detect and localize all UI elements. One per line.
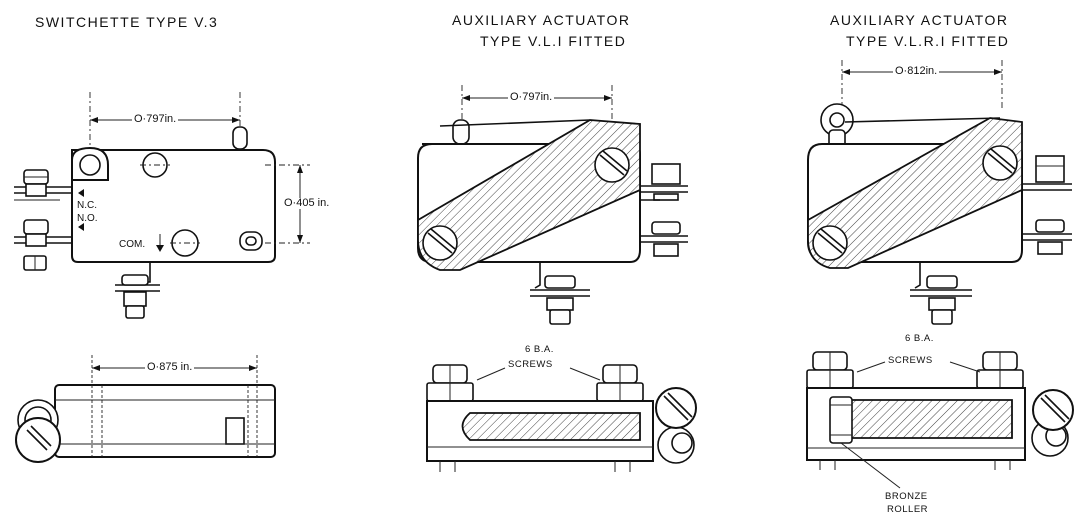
vli-front-view <box>417 85 688 325</box>
vlri-side-view <box>806 351 1074 489</box>
vli-side-view <box>426 364 697 472</box>
vlri-title-line2: TYPE V.L.R.I FITTED <box>846 33 1010 49</box>
switchette-width-dimension: O·797in. <box>132 113 179 125</box>
vlri-title-line1: AUXILIARY ACTUATOR <box>830 12 1009 28</box>
bronze-roller-callout-line1: BRONZE <box>885 491 928 502</box>
bronze-roller-callout-line2: ROLLER <box>887 504 929 515</box>
vli-screws-callout-line1: 6 B.A. <box>525 344 554 355</box>
switchette-height-dimension: O·405 in. <box>282 197 332 209</box>
switchette-title: SWITCHETTE TYPE V.3 <box>35 14 219 30</box>
vli-title-line2: TYPE V.L.I FITTED <box>480 33 627 49</box>
switchette-front-view <box>14 92 310 319</box>
switchette-side-view <box>15 355 276 463</box>
vlri-screws-callout-line1: 6 B.A. <box>905 333 934 344</box>
vlri-screws-callout-line2: SCREWS <box>888 355 933 366</box>
vlri-front-view <box>807 60 1072 325</box>
vli-title-line1: AUXILIARY ACTUATOR <box>452 12 631 28</box>
vlri-width-dimension: O·812in. <box>893 65 940 77</box>
no-terminal-label: N.O. <box>77 213 98 224</box>
vli-screws-callout-line2: SCREWS <box>508 359 553 370</box>
com-terminal-label: COM. <box>119 239 146 250</box>
nc-terminal-label: N.C. <box>77 200 97 211</box>
vli-width-dimension: O·797in. <box>508 91 555 103</box>
switchette-side-width-dimension: O·875 in. <box>145 361 195 373</box>
